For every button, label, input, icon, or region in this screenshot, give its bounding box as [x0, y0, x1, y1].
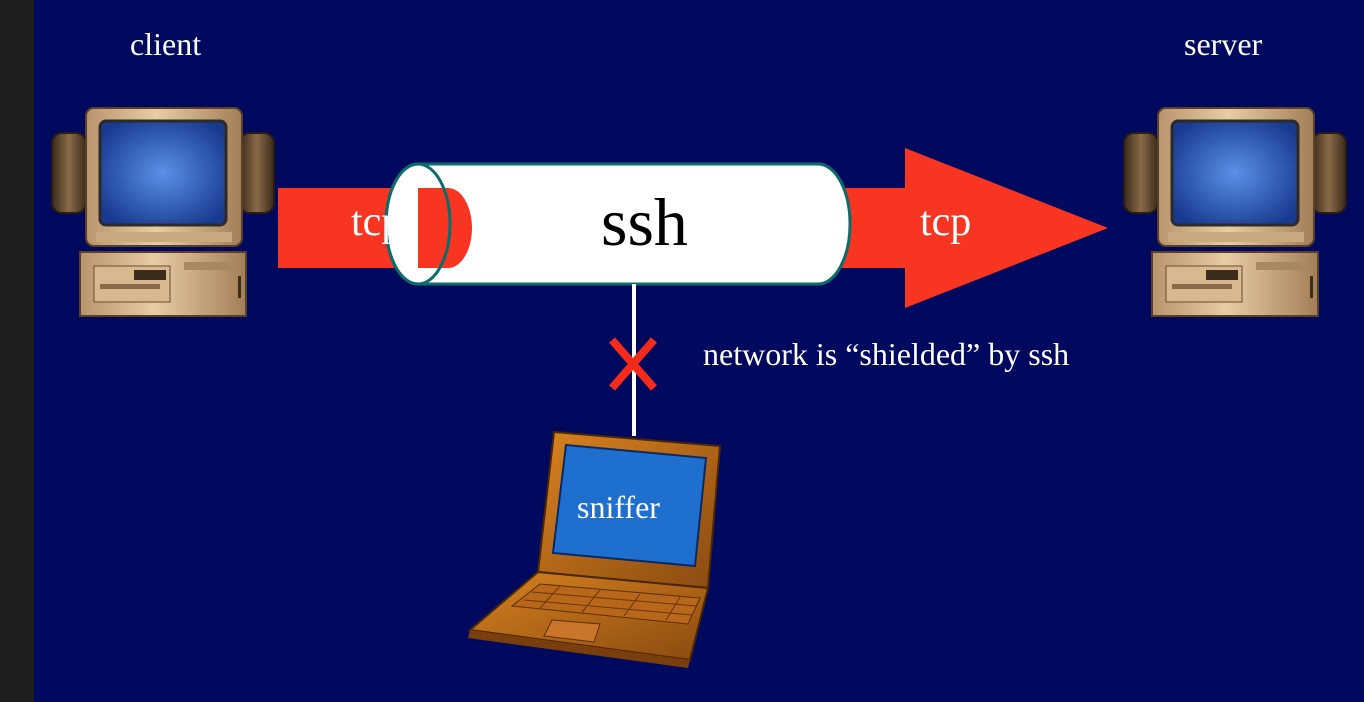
x-mark-icon [608, 337, 658, 391]
server-label: server [1184, 26, 1263, 62]
tcp-left-label: tcp [351, 199, 403, 245]
tcp-right-label: tcp [920, 199, 972, 245]
shield-annotation: network is “shielded” by ssh [703, 336, 1070, 372]
sniffer-laptop-icon [467, 430, 722, 668]
sniffer-label: sniffer [577, 489, 660, 525]
server-computer-icon [1123, 107, 1347, 317]
left-window-edge [0, 0, 34, 702]
tcp-arrow-right [838, 148, 1108, 308]
ssh-tunnel-label: ssh [601, 184, 688, 260]
client-computer-icon [51, 107, 275, 317]
client-label: client [130, 26, 202, 62]
